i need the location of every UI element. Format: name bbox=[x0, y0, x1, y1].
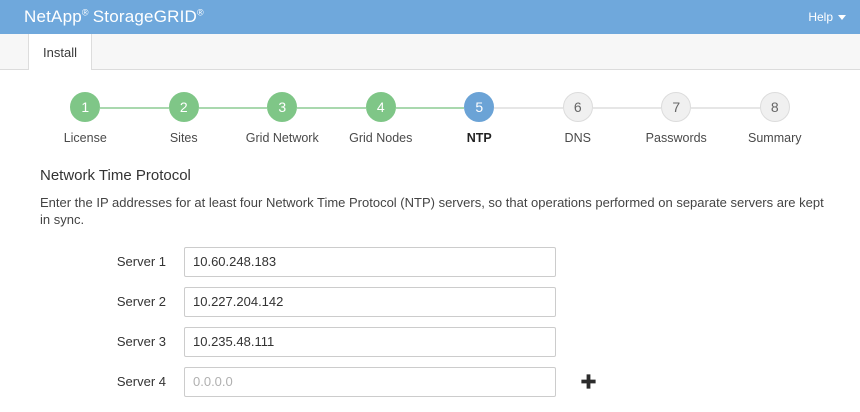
help-menu-button[interactable]: Help bbox=[808, 10, 846, 24]
server-3-input[interactable] bbox=[184, 326, 556, 357]
app-banner: NetApp®StorageGRID® Help bbox=[0, 0, 860, 34]
panel-description: Enter the IP addresses for at least four… bbox=[40, 195, 824, 227]
step-label: Summary bbox=[748, 131, 802, 145]
step-connector bbox=[592, 107, 662, 109]
step-connector bbox=[297, 107, 366, 109]
tab-install[interactable]: Install bbox=[28, 34, 92, 70]
ntp-server-row: Server 1 bbox=[40, 246, 824, 277]
step-connector bbox=[395, 107, 465, 109]
step-number-badge: 1 bbox=[70, 92, 101, 122]
brand-product: StorageGRID bbox=[92, 7, 197, 26]
ntp-panel: Network Time Protocol Enter the IP addre… bbox=[0, 145, 860, 397]
step-connector bbox=[198, 107, 268, 109]
page-title: Network Time Protocol bbox=[40, 167, 191, 184]
help-label: Help bbox=[808, 10, 833, 24]
step-label: Passwords bbox=[645, 131, 707, 145]
step-number-badge: 7 bbox=[661, 92, 692, 122]
brand-company: NetApp bbox=[24, 7, 82, 26]
step-connector bbox=[494, 107, 563, 109]
step-number-badge: 6 bbox=[562, 92, 593, 122]
chevron-down-icon bbox=[838, 14, 846, 20]
step-number-badge: 2 bbox=[168, 92, 199, 122]
step-number-badge: 4 bbox=[365, 92, 396, 122]
step-label: License bbox=[63, 131, 107, 145]
ntp-server-row: Server 2 bbox=[40, 286, 824, 317]
server-label: Server 4 bbox=[116, 374, 166, 390]
tab-strip: Install bbox=[0, 34, 860, 70]
ntp-server-row: Server 3 bbox=[40, 326, 824, 357]
step-number-badge: 3 bbox=[267, 92, 298, 122]
step-label: Sites bbox=[169, 131, 198, 145]
server-label: Server 2 bbox=[116, 294, 166, 310]
server-label: Server 3 bbox=[116, 334, 166, 350]
step-number-badge: 5 bbox=[464, 92, 495, 122]
tab-install-label: Install bbox=[43, 44, 77, 60]
step-label: Grid Network bbox=[245, 131, 319, 145]
registered-mark-company: ® bbox=[81, 7, 89, 18]
server-label: Server 1 bbox=[116, 254, 166, 270]
step-number-badge: 8 bbox=[759, 92, 790, 122]
step-label: Grid Nodes bbox=[349, 131, 413, 145]
server-1-input[interactable] bbox=[184, 246, 556, 277]
step-label: DNS bbox=[564, 131, 591, 145]
ntp-server-list: Server 1 Server 2 Server 3 Server 4 bbox=[40, 246, 824, 397]
registered-mark-product: ® bbox=[197, 7, 204, 18]
ntp-server-row: Server 4 bbox=[40, 366, 824, 397]
step-label: NTP bbox=[466, 131, 492, 145]
server-4-input[interactable] bbox=[184, 366, 556, 397]
plus-icon[interactable] bbox=[578, 372, 598, 392]
step-connector bbox=[100, 107, 169, 109]
brand-logo: NetApp®StorageGRID® bbox=[24, 7, 204, 27]
step-connector bbox=[691, 107, 760, 109]
server-2-input[interactable] bbox=[184, 286, 556, 317]
